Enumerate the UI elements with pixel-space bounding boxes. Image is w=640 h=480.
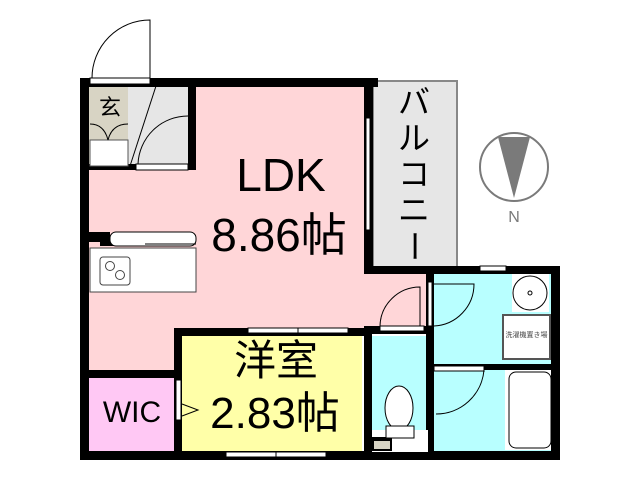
balcony-char: コ <box>397 155 430 193</box>
laundry-label: 洗濯機置き場 <box>505 331 548 339</box>
compass-north-label: N <box>508 209 520 226</box>
western-room-name: 洋室 <box>233 336 318 385</box>
wic-floor <box>88 378 174 452</box>
balcony-char: ー <box>394 229 433 263</box>
entrance-hall-floor <box>128 86 190 166</box>
western-room-size: 2.83帖 <box>210 389 340 438</box>
ldk-name: LDK <box>236 149 326 201</box>
balcony-label: バ ル コ ニ ー <box>392 86 436 262</box>
western-room-floor <box>182 334 362 452</box>
compass-icon <box>479 132 549 202</box>
ldk-size: 8.86帖 <box>211 209 347 261</box>
entrance-label: 玄 <box>98 96 121 121</box>
wic-label: WIC <box>102 396 162 429</box>
ldk-floor-main <box>196 86 372 330</box>
balcony-char: ル <box>397 119 430 157</box>
balcony-char: ニ <box>397 191 430 229</box>
balcony-char: バ <box>397 83 430 121</box>
